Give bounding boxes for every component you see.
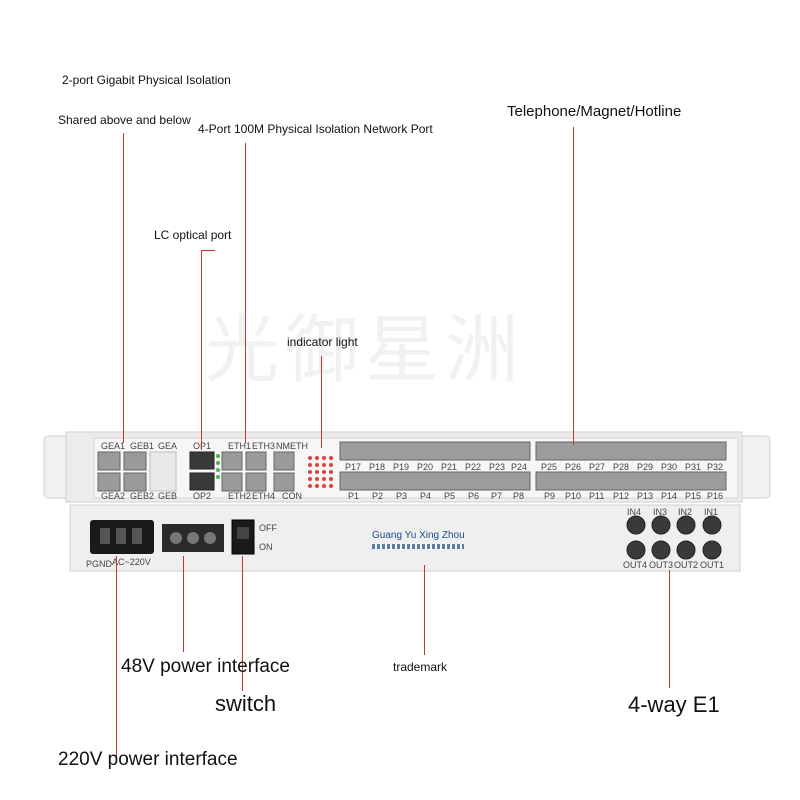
mark-p21: P21 [441,462,458,472]
mark-p12: P12 [613,491,630,501]
leader-48v [183,556,184,652]
label-indicator: indicator light [287,335,358,349]
indicator-leds [308,456,333,488]
mark-gea: GEA [158,441,178,451]
mark-eth3: ETH3 [252,441,276,451]
label-shared: Shared above and below [58,113,191,127]
mark-pgnd: PGND [86,559,113,569]
mark-geb1: GEB1 [130,441,155,451]
mark-p17: P17 [345,462,362,472]
mark-p27: P27 [589,462,606,472]
label-four-port-100m: 4-Port 100M Physical Isolation Network P… [198,122,433,136]
mark-p2: P2 [372,491,384,501]
label-e1: 4-way E1 [628,692,720,717]
label-telephone: Telephone/Magnet/Hotline [507,103,682,120]
mark-in4: IN4 [627,507,642,517]
leader-indicator [321,356,322,448]
mark-eth2: ETH2 [228,491,252,501]
mark-gea1: GEA1 [101,441,126,451]
mark-eth4: ETH4 [252,491,276,501]
mark-p32: P32 [707,462,724,472]
bnc-connectors [626,515,722,560]
leader-lc-optical-h [201,250,215,251]
mark-p5: P5 [444,491,456,501]
leader-telephone [573,127,574,445]
mark-p28: P28 [613,462,630,472]
mark-p18: P18 [369,462,386,472]
watermark: 光御星洲 [205,307,525,393]
mark-p13: P13 [637,491,654,501]
mark-out1: OUT1 [700,560,725,570]
mark-nmeth: NMETH [276,441,308,451]
mark-con: CON [282,491,302,501]
mark-p16: P16 [707,491,724,501]
label-trademark: trademark [393,660,448,674]
mark-p6: P6 [468,491,480,501]
label-48v-power: 48V power interface [121,656,290,677]
lc-optical-ports [189,451,220,491]
leader-switch [242,556,243,691]
brand-logo-text: Guang Yu Xing Zhou [372,530,465,541]
mark-p24: P24 [511,462,528,472]
mark-p3: P3 [396,491,408,501]
mark-p4: P4 [420,491,432,501]
mark-p15: P15 [685,491,702,501]
leader-220v [116,556,117,756]
mark-p9: P9 [544,491,556,501]
label-220v-power: 220V power interface [58,749,238,770]
mark-eth1: ETH1 [228,441,252,451]
leader-100m [245,143,246,443]
mark-p7: P7 [491,491,503,501]
mark-out4: OUT4 [623,560,648,570]
leader-lc-optical [201,250,202,450]
mark-op2: OP2 [193,491,212,501]
mark-p26: P26 [565,462,582,472]
label-lc-optical: LC optical port [154,228,232,242]
mark-p22: P22 [465,462,482,472]
mark-out2: OUT2 [674,560,699,570]
mark-p20: P20 [417,462,434,472]
mark-p25: P25 [541,462,558,472]
label-switch: switch [215,691,277,716]
mark-p14: P14 [661,491,678,501]
mark-op1: OP1 [193,441,212,451]
leader-gigabit [123,133,124,443]
mark-switch-off: OFF [259,523,277,533]
leader-trademark [424,565,425,655]
phone-ports-top [339,441,727,461]
mark-out3: OUT3 [649,560,674,570]
mark-in2: IN2 [678,507,693,517]
mark-geb2: GEB2 [130,491,155,501]
mark-p10: P10 [565,491,582,501]
phone-ports-bottom [339,471,727,491]
ethernet-100m-ports [221,451,295,492]
mark-p30: P30 [661,462,678,472]
mark-switch-on: ON [259,542,273,552]
mark-in1: IN1 [704,507,719,517]
mark-p8: P8 [513,491,525,501]
leader-e1 [669,570,670,688]
mark-ac-220v: AC~220V [112,557,151,567]
mark-p31: P31 [685,462,702,472]
brand-logo-underline [372,544,464,549]
mark-p1: P1 [348,491,360,501]
mark-p19: P19 [393,462,410,472]
mark-geb: GEB [158,491,178,501]
mark-p11: P11 [589,491,605,501]
mark-gea2: GEA2 [101,491,126,501]
gigabit-ports [97,451,177,492]
mark-in3: IN3 [653,507,668,517]
label-gigabit-isolation: 2-port Gigabit Physical Isolation [62,73,231,87]
mark-p29: P29 [637,462,654,472]
mark-p23: P23 [489,462,506,472]
